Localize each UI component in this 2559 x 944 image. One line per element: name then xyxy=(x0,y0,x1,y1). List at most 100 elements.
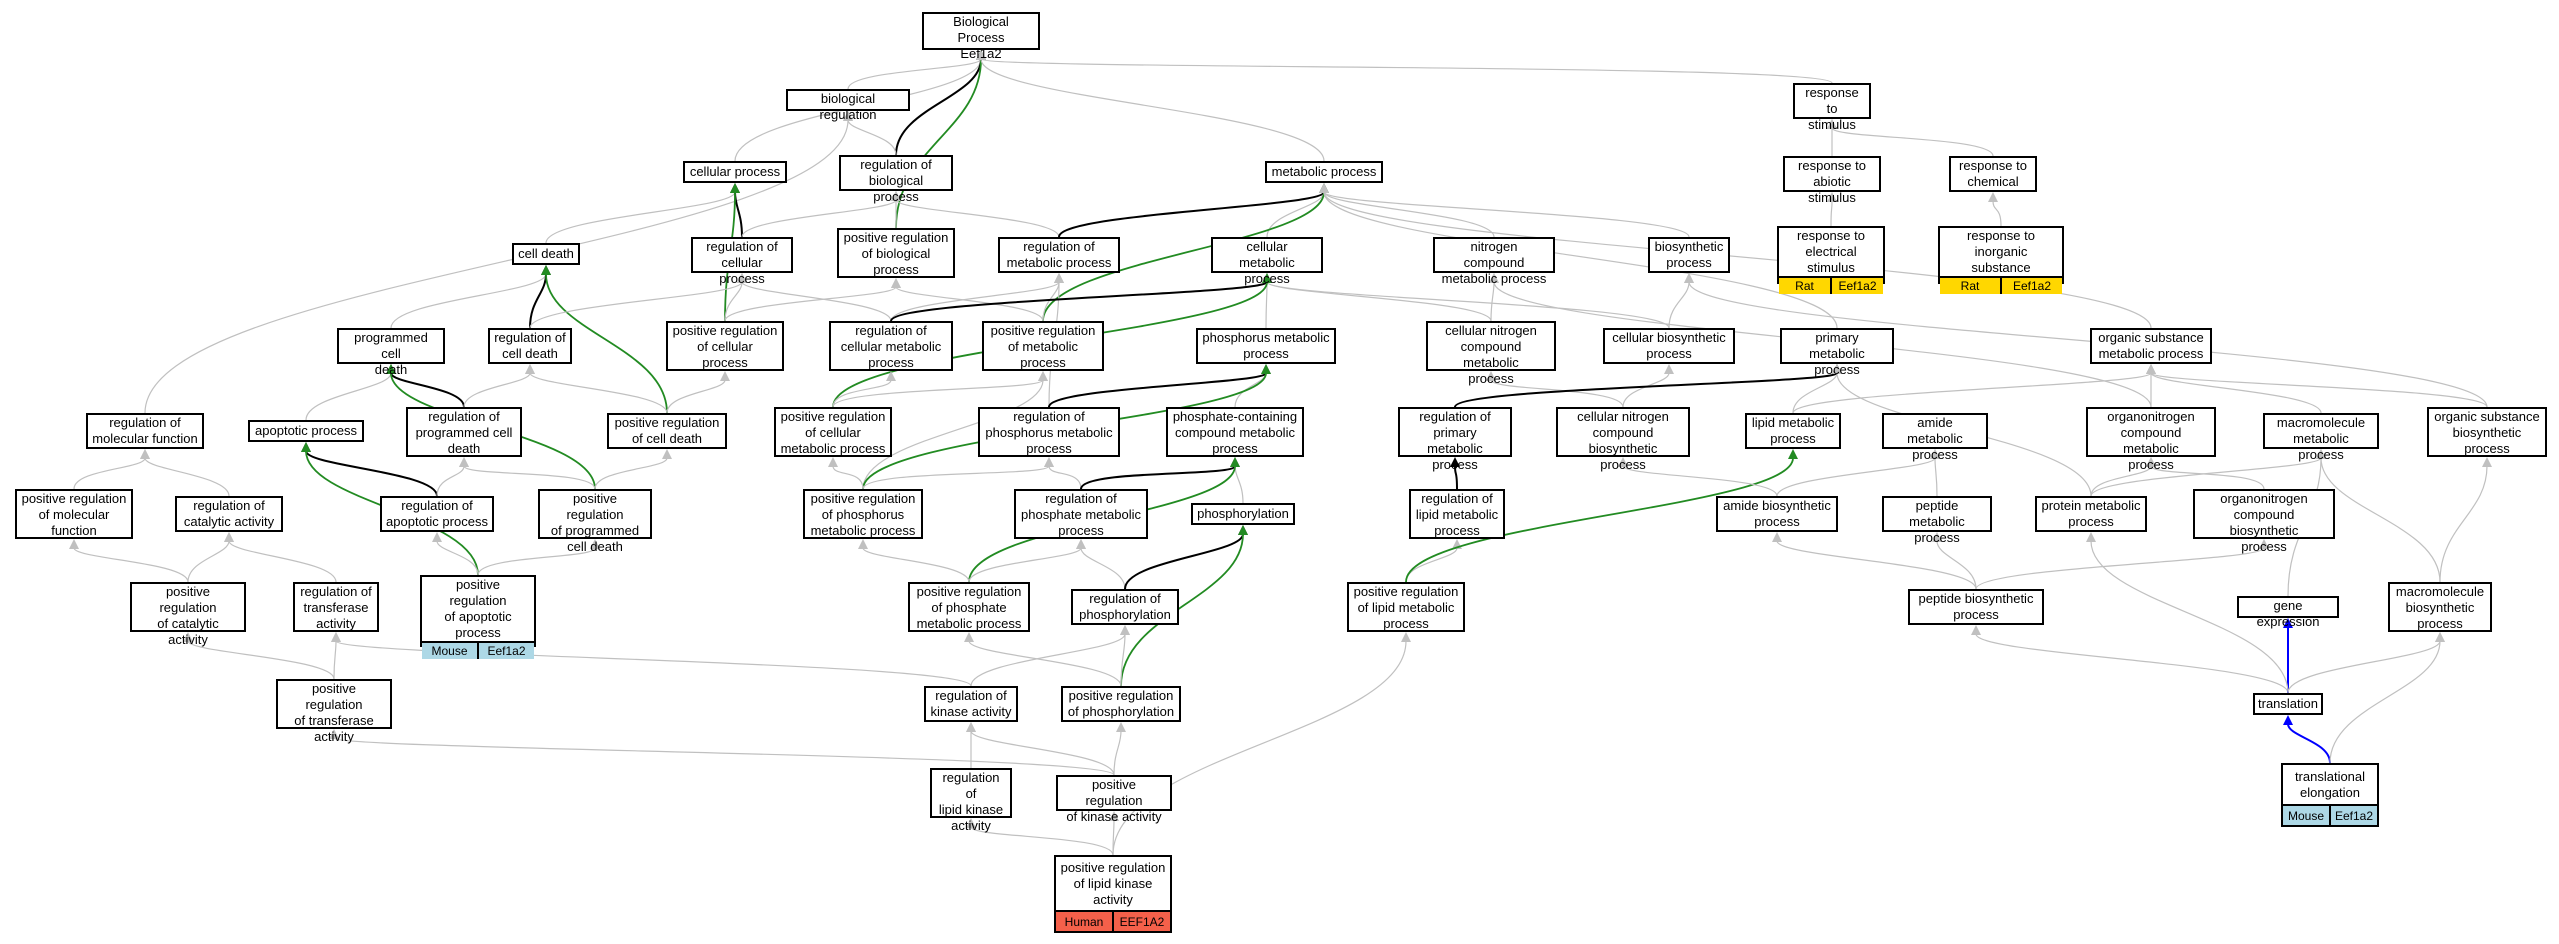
go-term-response-to-stimulus[interactable]: response to stimulus xyxy=(1793,83,1871,132)
go-term-pos-reg-phosphate-metabolic[interactable]: positive regulation of phosphate metabol… xyxy=(908,582,1030,632)
go-term-pos-reg-phosphorylation[interactable]: positive regulation of phosphorylation xyxy=(1061,686,1181,722)
go-term-phosphate-containing[interactable]: phosphate-containing compound metabolic … xyxy=(1166,407,1304,457)
go-term-pos-reg-cellular-metabolic[interactable]: positive regulation of cellular metaboli… xyxy=(774,407,892,457)
edge-arrowhead xyxy=(140,449,150,459)
go-term-organonitrogen-metabolic[interactable]: organonitrogen compound metabolic proces… xyxy=(2086,407,2216,472)
go-term-reg-lipid-metabolic[interactable]: regulation of lipid metabolic process xyxy=(1409,489,1505,539)
go-term-reg-cellular-metabolic[interactable]: regulation of cellular metabolic process xyxy=(829,321,953,371)
go-term-organonitrogen-biosynthetic[interactable]: organonitrogen compound biosynthetic pro… xyxy=(2193,489,2335,554)
go-term-reg-cell-death[interactable]: regulation of cell death xyxy=(488,328,572,364)
go-term-gene-expression[interactable]: gene expression xyxy=(2237,596,2339,629)
go-term-label: positive regulation of cellular process xyxy=(672,323,778,370)
edge-arrowhead xyxy=(1401,632,1411,642)
go-term-pos-reg-kinase[interactable]: positive regulation of kinase activity xyxy=(1056,775,1172,824)
go-term-amide-metabolic[interactable]: amide metabolic process xyxy=(1882,413,1988,462)
go-term-pos-reg-cellular-process[interactable]: positive regulation of cellular process xyxy=(666,321,784,371)
go-term-cellular-process[interactable]: cellular process xyxy=(683,161,787,183)
edge-arrowhead xyxy=(1827,119,1837,129)
go-term-label: regulation of lipid kinase activity xyxy=(938,770,1004,833)
go-term-amide-biosynthetic[interactable]: amide biosynthetic process xyxy=(1716,496,1838,532)
go-term-macromolecule-biosynthetic[interactable]: macromolecule biosynthetic process xyxy=(2388,582,2492,632)
go-term-pos-reg-programmed-cell-death[interactable]: positive regulation of programmed cell d… xyxy=(538,489,652,554)
go-term-response-chemical[interactable]: response to chemical xyxy=(1949,156,2037,192)
edge-translational_elongation-to-macromolecule_biosynthetic xyxy=(2329,640,2441,764)
edge-reg_phosphorylation-to-phosphorylation xyxy=(1124,533,1244,590)
go-term-label: regulation of metabolic process xyxy=(1006,239,1112,270)
go-term-cellular-nitrogen-metabolic[interactable]: cellular nitrogen compound metabolic pro… xyxy=(1426,321,1556,386)
go-term-reg-metabolic-process[interactable]: regulation of metabolic process xyxy=(998,237,1120,273)
go-term-phosphorylation[interactable]: phosphorylation xyxy=(1191,503,1295,525)
go-term-label: positive regulation of molecular functio… xyxy=(21,491,127,538)
edge-arrowhead xyxy=(843,111,853,121)
go-term-reg-apoptotic[interactable]: regulation of apoptotic process xyxy=(380,496,494,532)
go-term-reg-biological-process[interactable]: regulation of biological process xyxy=(839,155,953,204)
go-term-pos-reg-catalytic[interactable]: positive regulation of catalytic activit… xyxy=(130,582,246,647)
edge-pos_reg_lipid_kinase-to-pos_reg_lipid_metabolic xyxy=(1112,640,1407,856)
go-term-reg-molecular-function[interactable]: regulation of molecular function xyxy=(86,413,204,449)
go-term-primary-metabolic[interactable]: primary metabolic process xyxy=(1780,328,1894,377)
go-term-peptide-metabolic[interactable]: peptide metabolic process xyxy=(1882,496,1992,545)
go-term-bp-root[interactable]: Biological Process Eef1a2 xyxy=(922,12,1040,61)
go-term-label: cellular process xyxy=(689,164,781,179)
go-term-pos-reg-lipid-kinase[interactable]: positive regulation of lipid kinase acti… xyxy=(1054,855,1172,933)
go-term-label: positive regulation of lipid kinase acti… xyxy=(1060,859,1166,907)
go-term-label: cell death xyxy=(518,246,574,261)
go-term-label: positive regulation of programmed cell d… xyxy=(550,491,640,554)
go-term-pos-reg-molecular-function[interactable]: positive regulation of molecular functio… xyxy=(15,489,133,539)
go-term-lipid-metabolic[interactable]: lipid metabolic process xyxy=(1745,413,1841,449)
go-term-reg-catalytic-activity[interactable]: regulation of catalytic activity xyxy=(175,496,283,532)
go-term-reg-programmed-cell-death[interactable]: regulation of programmed cell death xyxy=(406,407,522,457)
go-term-label: response to abiotic stimulus xyxy=(1798,158,1866,205)
go-term-organic-substance-biosynthetic[interactable]: organic substance biosynthetic process xyxy=(2427,407,2547,457)
go-term-cellular-nitrogen-biosynthetic[interactable]: cellular nitrogen compound biosynthetic … xyxy=(1556,407,1690,472)
go-term-phosphorus-metabolic[interactable]: phosphorus metabolic process xyxy=(1196,328,1336,364)
go-term-reg-cellular-process[interactable]: regulation of cellular process xyxy=(691,237,793,286)
go-term-biosynthetic-process[interactable]: biosynthetic process xyxy=(1648,237,1730,273)
edge-reg_biological_process-to-biological_regulation xyxy=(847,119,897,156)
edge-arrowhead xyxy=(331,632,341,642)
edge-metabolic_process-to-bp_root xyxy=(980,58,1325,162)
go-term-pos-reg-apoptotic[interactable]: positive regulation of apoptotic process… xyxy=(420,575,536,659)
edge-arrowhead xyxy=(1261,364,1271,374)
go-term-pos-reg-metabolic[interactable]: positive regulation of metabolic process xyxy=(982,321,1104,371)
go-term-pos-reg-phosphorus-metabolic[interactable]: positive regulation of phosphorus metabo… xyxy=(803,489,923,539)
go-term-programmed-cell-death[interactable]: programmed cell death xyxy=(337,328,445,377)
go-term-cellular-biosynthetic[interactable]: cellular biosynthetic process xyxy=(1603,328,1735,364)
edge-reg_lipid_metabolic-to-reg_primary_metabolic xyxy=(1454,465,1458,490)
go-term-pos-reg-transferase[interactable]: positive regulation of transferase activ… xyxy=(276,679,392,744)
go-term-reg-phosphate-metabolic[interactable]: regulation of phosphate metabolic proces… xyxy=(1014,489,1148,539)
go-term-peptide-biosynthetic[interactable]: peptide biosynthetic process xyxy=(1908,589,2044,625)
edge-biological_regulation-to-bp_root xyxy=(847,58,982,90)
edge-arrowhead xyxy=(1230,457,1240,467)
edge-pos_reg_phosphorylation-to-pos_reg_phosphate_metabolic xyxy=(968,640,1122,687)
go-term-reg-phosphorylation[interactable]: regulation of phosphorylation xyxy=(1071,589,1179,625)
go-term-reg-kinase[interactable]: regulation of kinase activity xyxy=(924,686,1018,722)
go-term-biological-regulation[interactable]: biological regulation xyxy=(786,89,910,122)
go-term-response-abiotic[interactable]: response to abiotic stimulus xyxy=(1783,156,1881,205)
go-term-reg-transferase[interactable]: regulation of transferase activity xyxy=(293,582,379,632)
go-term-reg-primary-metabolic[interactable]: regulation of primary metabolic process xyxy=(1398,407,1512,472)
go-term-pos-reg-lipid-metabolic[interactable]: positive regulation of lipid metabolic p… xyxy=(1347,582,1465,632)
go-term-pos-reg-cell-death[interactable]: positive regulation of cell death xyxy=(607,413,727,449)
species-tag: Mouse xyxy=(2283,806,2329,825)
edge-pos_reg_lipid_metabolic-to-reg_lipid_metabolic xyxy=(1405,547,1458,583)
go-term-pos-reg-biological-process[interactable]: positive regulation of biological proces… xyxy=(837,228,955,278)
go-term-label: macromolecule biosynthetic process xyxy=(2395,584,2485,631)
go-term-nitrogen-compound-metabolic[interactable]: nitrogen compound metabolic process xyxy=(1433,237,1555,286)
go-term-reg-phosphorus-metabolic[interactable]: regulation of phosphorus metabolic proce… xyxy=(978,407,1120,457)
go-term-organic-substance-metabolic[interactable]: organic substance metabolic process xyxy=(2090,328,2212,364)
go-term-cell-death[interactable]: cell death xyxy=(512,243,580,265)
edge-arrowhead xyxy=(1772,532,1782,542)
go-term-translation[interactable]: translation xyxy=(2253,693,2323,715)
go-term-cellular-metabolic-process[interactable]: cellular metabolic process xyxy=(1211,237,1323,286)
edge-arrowhead xyxy=(541,265,551,275)
go-term-metabolic-process[interactable]: metabolic process xyxy=(1265,161,1383,183)
go-term-macromolecule-metabolic[interactable]: macromolecule metabolic process xyxy=(2263,413,2379,462)
go-term-protein-metabolic[interactable]: protein metabolic process xyxy=(2035,496,2147,532)
go-term-reg-lipid-kinase[interactable]: regulation of lipid kinase activity xyxy=(930,768,1012,833)
edge-pos_reg_metabolic-to-pos_reg_biological_process xyxy=(895,286,1044,322)
go-term-apoptotic-process[interactable]: apoptotic process xyxy=(248,420,364,442)
